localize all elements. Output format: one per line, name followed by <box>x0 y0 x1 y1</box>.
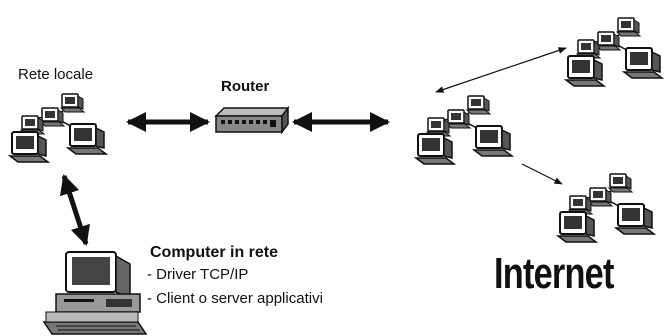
computer-detail-2: - Client o server applicativi <box>147 290 323 307</box>
internet-node-top-icon <box>566 18 662 86</box>
internet-label: Internet <box>494 249 614 298</box>
arrow-internet-bottom <box>521 163 563 185</box>
arrow-internet-top <box>435 47 567 93</box>
local-network-icon <box>10 94 106 162</box>
desktop-computer-icon <box>42 251 148 335</box>
local-network-label: Rete locale <box>18 66 94 83</box>
internet-node-middle-icon <box>416 96 512 164</box>
router-icon <box>214 105 290 135</box>
router-label: Router <box>221 78 270 95</box>
arrow-local-computer <box>60 174 90 246</box>
internet-node-bottom-icon <box>558 174 654 242</box>
computer-title: Computer in rete <box>150 244 279 261</box>
computer-detail-1: - Driver TCP/IP <box>147 266 249 283</box>
